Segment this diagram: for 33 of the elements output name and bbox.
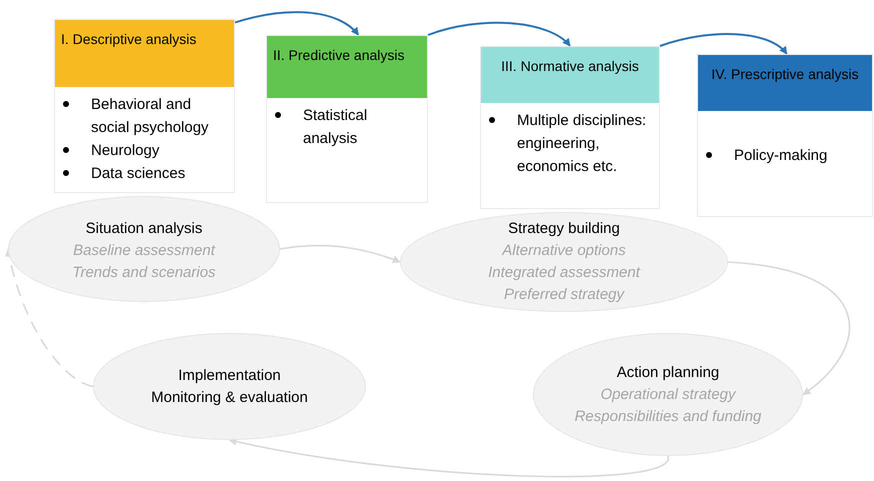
stage-item: Trends and scenarios (72, 263, 216, 283)
stage-item: Integrated assessment (488, 263, 640, 283)
stage-title: Situation analysis (86, 219, 202, 239)
analysis-card (266, 35, 428, 203)
bullet-text: Data sciences (91, 164, 186, 184)
card-title: I. Descriptive analysis (61, 31, 196, 47)
stage-title: Strategy building (508, 219, 620, 239)
bullet-text: Policy-making (734, 146, 828, 166)
stage-item: Alternative options (502, 241, 626, 261)
card-title: IV. Prescriptive analysis (711, 66, 859, 82)
stage-title: Monitoring & evaluation (151, 388, 308, 408)
analysis-card (697, 54, 873, 217)
analysis-card (54, 19, 235, 193)
bullet-text: Behavioral and social psychology (91, 95, 210, 138)
arrow (234, 11, 360, 36)
card-title: II. Predictive analysis (273, 47, 404, 63)
stage-title: Action planning (616, 362, 720, 382)
analysis-card (480, 46, 660, 209)
bullet-text: Statistical analysis (303, 106, 368, 149)
stage-item: Responsibilities and funding (574, 406, 762, 426)
stage-item: Preferred strategy (504, 285, 624, 305)
stage-item: Baseline assessment (73, 241, 215, 261)
arrow (660, 33, 788, 55)
bullet-text: Neurology (91, 141, 160, 161)
arrow (728, 261, 850, 396)
arrow (6, 248, 94, 388)
stage-title: Implementation (178, 366, 281, 386)
card-title: III. Normative analysis (501, 58, 639, 74)
arrow (428, 22, 571, 47)
arrow (228, 438, 669, 478)
arrow (280, 244, 401, 264)
bullet-text: Multiple disciplines: engineering, economics etc. (517, 111, 648, 177)
stage-item: Operational strategy (600, 384, 736, 404)
